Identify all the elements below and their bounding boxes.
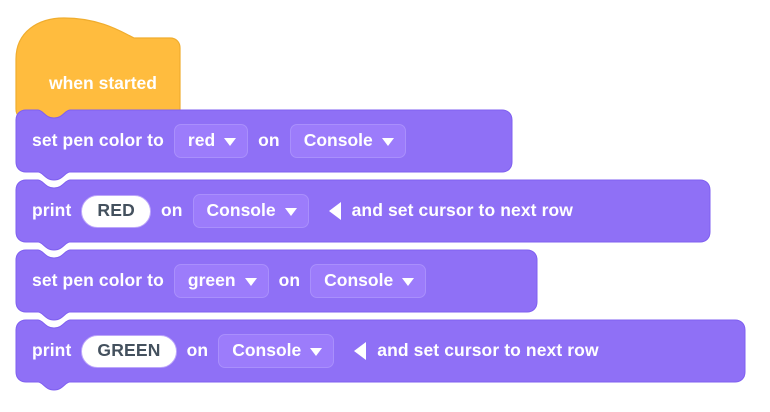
block-content: set pen color to green on Console bbox=[16, 250, 440, 312]
block-print-red[interactable]: print RED on Console and set cursor to n… bbox=[15, 179, 711, 251]
block-content: print RED on Console and set cursor to n… bbox=[16, 180, 587, 242]
dropdown-target-console[interactable]: Console bbox=[289, 124, 406, 158]
chevron-down-icon bbox=[244, 277, 257, 286]
block-label-mid: on bbox=[278, 270, 301, 291]
chevron-down-icon bbox=[310, 347, 323, 356]
block-label-prefix: print bbox=[32, 200, 72, 221]
block-content: set pen color to red on Console bbox=[16, 110, 420, 172]
dropdown-target-console-value: Console bbox=[232, 340, 302, 361]
hat-block-when-started[interactable]: when started bbox=[15, 16, 182, 128]
dropdown-pen-color-value: red bbox=[187, 130, 216, 151]
block-label-prefix: set pen color to bbox=[32, 270, 164, 291]
block-label-mid: on bbox=[258, 130, 280, 151]
block-label-prefix: set pen color to bbox=[32, 130, 164, 151]
chevron-down-icon bbox=[284, 207, 297, 216]
chevron-down-icon bbox=[402, 277, 415, 286]
text-input-print-value[interactable]: GREEN bbox=[81, 334, 177, 368]
dropdown-pen-color[interactable]: green bbox=[173, 264, 269, 298]
dropdown-target-console[interactable]: Console bbox=[218, 334, 335, 368]
block-label-suffix: and set cursor to next row bbox=[351, 200, 573, 221]
block-label-suffix: and set cursor to next row bbox=[377, 340, 599, 361]
chevron-down-icon bbox=[224, 137, 237, 146]
text-input-print-value-text: RED bbox=[97, 200, 135, 221]
dropdown-target-console-value: Console bbox=[206, 200, 276, 221]
block-set-pen-color-green[interactable]: set pen color to green on Console bbox=[15, 249, 538, 321]
text-input-print-value[interactable]: RED bbox=[81, 194, 151, 228]
block-set-pen-color-red[interactable]: set pen color to red on Console bbox=[15, 109, 513, 181]
text-input-print-value-text: GREEN bbox=[97, 340, 161, 361]
block-label-mid: on bbox=[186, 340, 209, 361]
block-print-green[interactable]: print GREEN on Console and set cursor to… bbox=[15, 319, 746, 391]
block-content: print GREEN on Console and set cursor to… bbox=[16, 320, 613, 382]
dropdown-target-console-value: Console bbox=[303, 130, 373, 151]
dropdown-pen-color-value: green bbox=[187, 270, 236, 291]
dropdown-target-console[interactable]: Console bbox=[310, 264, 427, 298]
hat-block-label: when started bbox=[49, 73, 157, 93]
dropdown-target-console[interactable]: Console bbox=[192, 194, 309, 228]
block-label-prefix: print bbox=[32, 340, 72, 361]
dropdown-target-console-value: Console bbox=[324, 270, 394, 291]
triangle-left-icon[interactable] bbox=[328, 202, 341, 220]
chevron-down-icon bbox=[381, 137, 394, 146]
dropdown-pen-color[interactable]: red bbox=[173, 124, 249, 158]
triangle-left-icon[interactable] bbox=[354, 342, 367, 360]
block-label-mid: on bbox=[160, 200, 183, 221]
